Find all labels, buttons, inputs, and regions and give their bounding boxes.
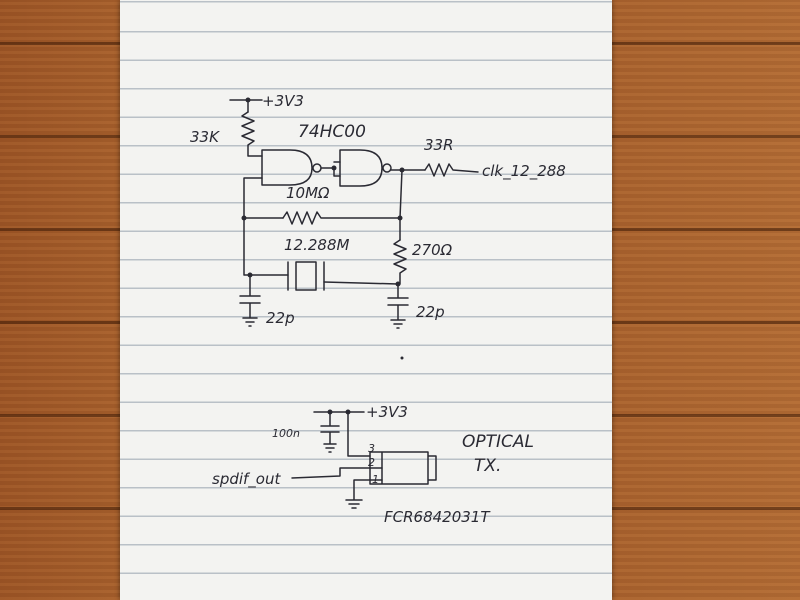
cap-right-label: 22p	[416, 303, 445, 321]
damping-resistor-label: 270Ω	[412, 241, 453, 259]
decoupling-cap-label: 100n	[272, 427, 300, 440]
pin3-wire	[347, 411, 371, 457]
feedback-resistor-symbol	[282, 211, 401, 225]
spdif-net-label: spdif_out	[212, 470, 281, 489]
nand-gate-2	[339, 149, 383, 187]
gate-input-wire	[243, 177, 263, 219]
pin3-label: 3	[368, 442, 375, 455]
nand-gate-2-bubble	[382, 163, 392, 173]
nand-gate-1-bubble	[312, 163, 322, 173]
pullup-resistor-label: 33K	[190, 128, 220, 146]
tx-supply-label: +3V3	[366, 403, 408, 421]
crystal-right-lead	[323, 281, 399, 285]
series-resistor-symbol	[424, 163, 479, 177]
cap-left-label: 22p	[266, 309, 295, 327]
series-resistor-label: 33R	[424, 136, 454, 154]
crystal-symbol	[287, 261, 325, 291]
pin1-ground-wire	[345, 479, 383, 509]
clock-net-label: clk_12_288	[482, 162, 566, 181]
decoupling-cap-symbol	[320, 411, 340, 453]
ink-speck	[400, 356, 404, 360]
pullup-resistor-symbol	[241, 111, 263, 157]
nand-2-inputs	[333, 161, 341, 177]
optical-tx-body	[369, 451, 437, 485]
optical-title-line1: OPTICAL	[462, 432, 534, 452]
notepad-sheet	[120, 0, 612, 600]
left-rail-wire	[243, 217, 251, 276]
pin2-label: 2	[368, 456, 375, 469]
supply-label-top: +3V3	[262, 92, 304, 110]
damping-resistor-symbol	[393, 239, 407, 285]
ic-part-label: 74HC00	[298, 122, 366, 142]
pin1-label: 1	[372, 473, 379, 486]
part-number-label: FCR6842031T	[384, 508, 491, 526]
nand-gate-1	[261, 149, 313, 186]
optical-title-line2: TX.	[474, 456, 501, 476]
feedback-resistor-label: 10MΩ	[286, 184, 330, 202]
right-rail-wire	[399, 169, 403, 241]
cap-right-symbol	[387, 283, 409, 329]
optical-tx-circuit: +3V3 100n 3 2 1 spdif_out OPTICAL TX. FC…	[212, 403, 534, 526]
oscillator-circuit: +3V3 33K 74HC00 33R clk_12_288 10MΩ 12.2…	[190, 92, 566, 360]
cap-left-symbol	[239, 274, 261, 327]
crystal-label: 12.288M	[284, 236, 349, 254]
spdif-input-wire	[291, 467, 383, 479]
